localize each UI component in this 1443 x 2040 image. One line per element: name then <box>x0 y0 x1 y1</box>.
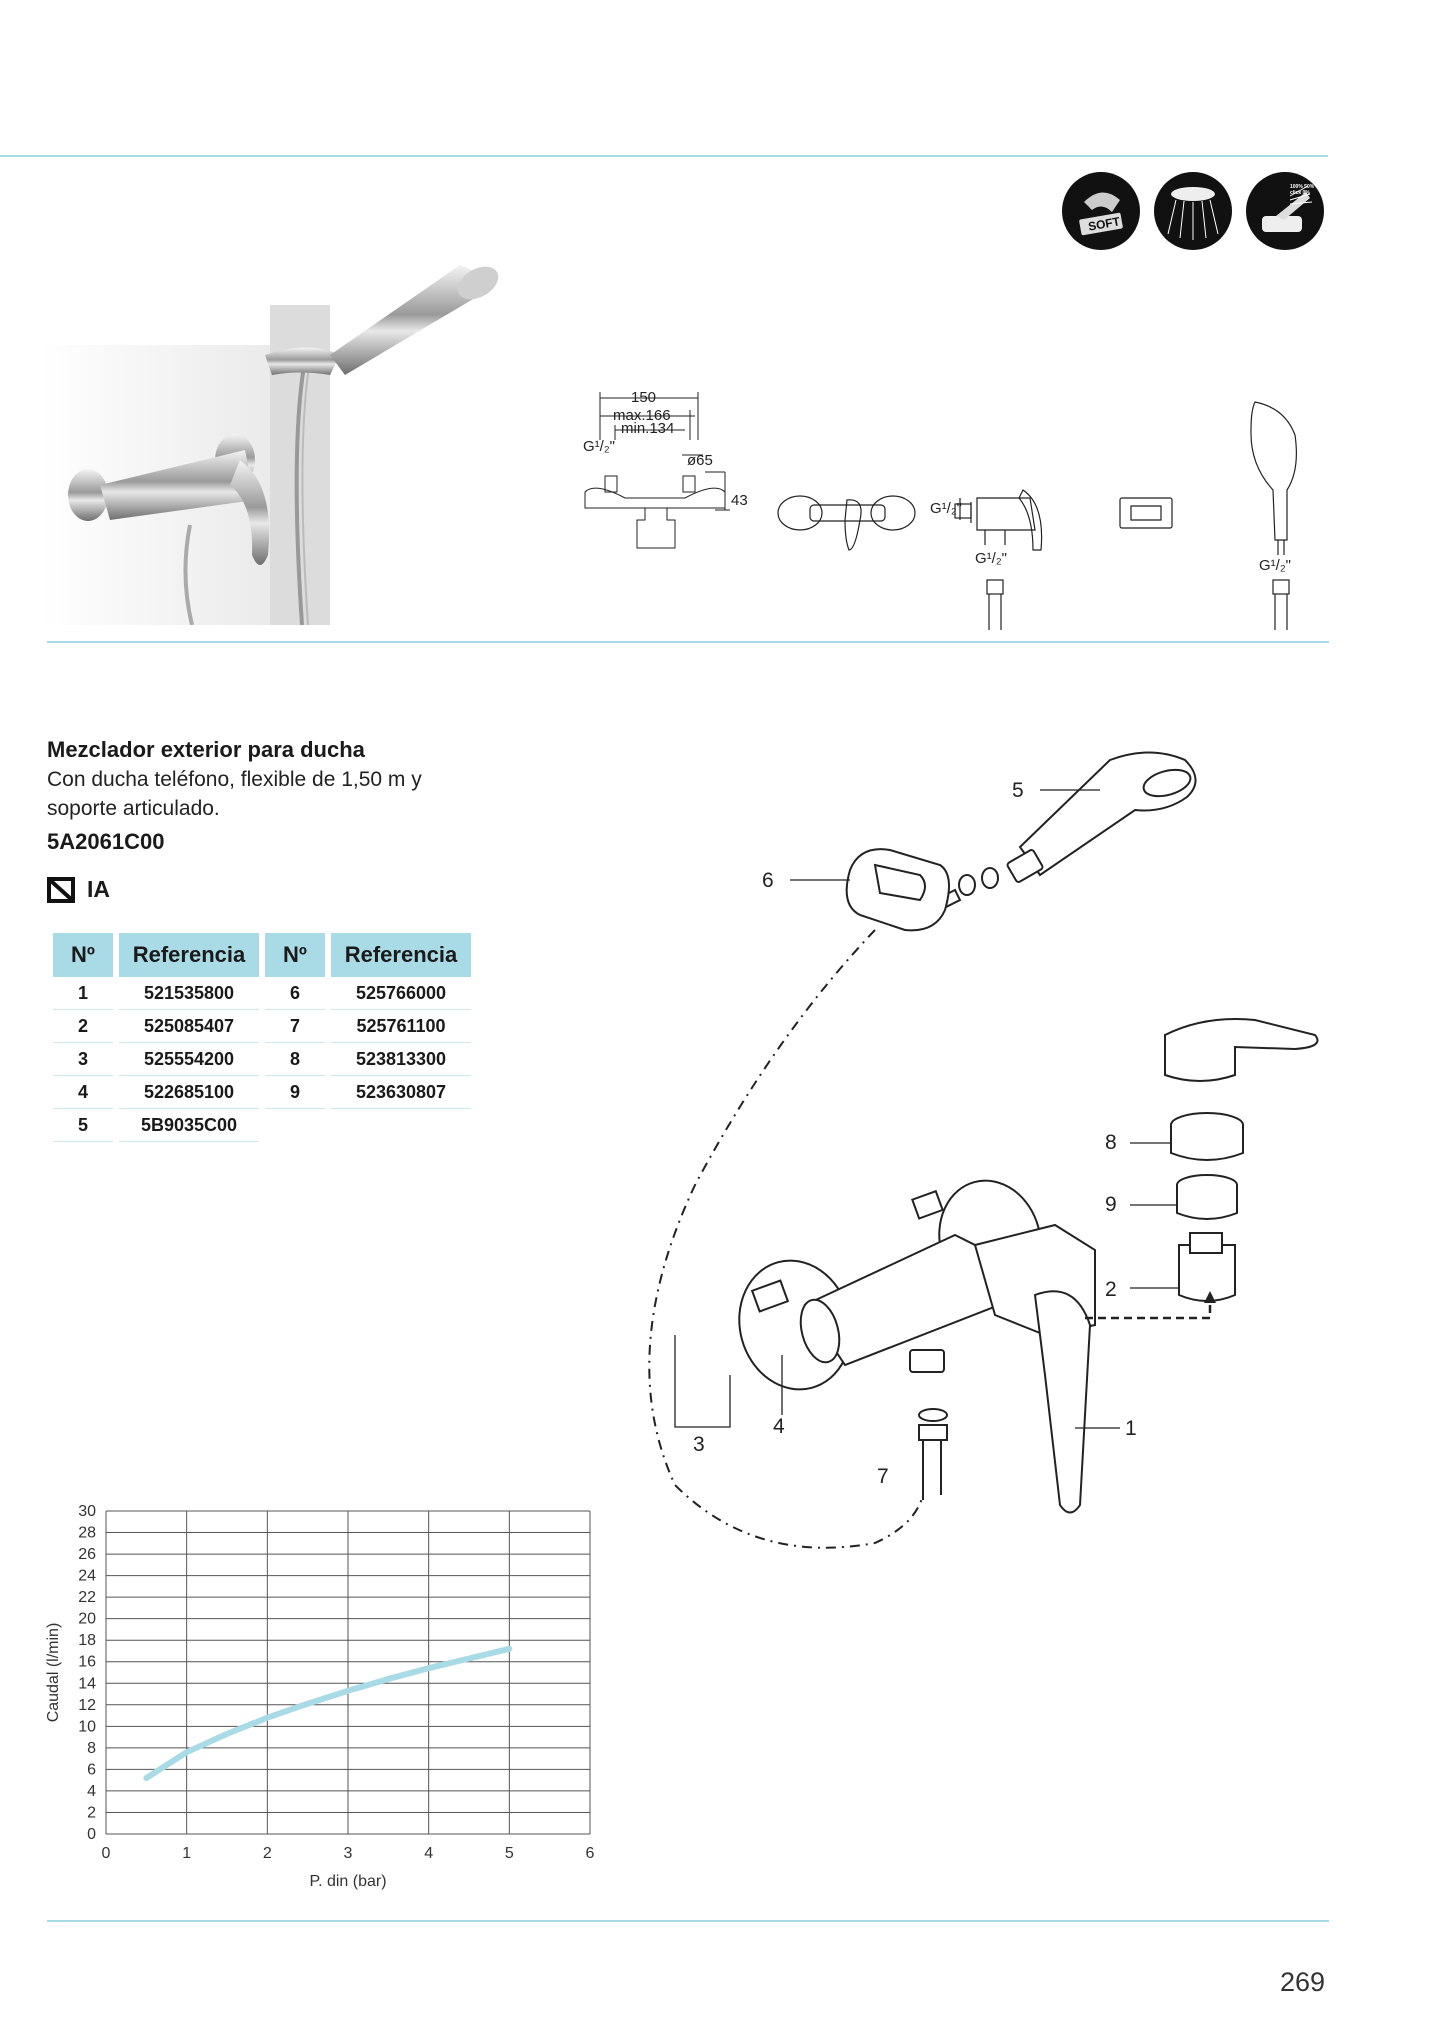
x-tick-label: 5 <box>505 1845 514 1862</box>
callout-4: 4 <box>773 1415 785 1438</box>
x-tick-label: 1 <box>182 1845 191 1862</box>
page-number: 269 <box>1280 1967 1326 1997</box>
product-description: Con ducha teléfono, flexible de 1,50 m y… <box>47 768 422 820</box>
feature-icons: SOFT 100% 50% click 0% <box>1062 172 1332 252</box>
callout-9: 9 <box>1105 1193 1117 1216</box>
y-axis-label: Caudal (l/min) <box>45 1623 62 1723</box>
y-tick-label: 6 <box>87 1761 96 1778</box>
product-title: Mezclador exterior para ducha <box>47 737 365 762</box>
exploded-diagram: 5 6 8 9 2 1 3 4 7 <box>575 735 1335 1555</box>
dim-thread: G¹/₂" <box>583 438 615 455</box>
y-tick-label: 8 <box>87 1740 96 1757</box>
y-tick-label: 22 <box>78 1589 96 1606</box>
section-rule <box>47 641 1329 643</box>
y-tick-label: 2 <box>87 1804 96 1821</box>
x-tick-label: 4 <box>424 1845 433 1862</box>
product-code: 5A2061C00 <box>47 829 165 854</box>
dimension-drawings: 150 max.166 min.134 G¹/₂" ø65 43 G¹/₂" G… <box>575 380 1335 635</box>
y-tick-label: 12 <box>78 1697 96 1714</box>
header-ref-1: Referencia <box>119 933 259 977</box>
certification: IA <box>47 876 110 903</box>
callout-1: 1 <box>1125 1417 1137 1440</box>
click-icon: 100% 50% click 0% <box>1246 172 1324 250</box>
flow-curve <box>143 1645 513 1782</box>
y-tick-label: 24 <box>78 1568 96 1585</box>
dim-max: max.166 <box>613 407 671 424</box>
x-tick-label: 0 <box>102 1845 111 1862</box>
product-photo <box>40 245 500 626</box>
soft-icon: SOFT <box>1062 172 1140 250</box>
dim-width: 150 <box>631 389 656 406</box>
header-no-2: Nº <box>265 933 325 977</box>
y-tick-label: 14 <box>78 1675 96 1692</box>
x-tick-label: 6 <box>586 1845 595 1862</box>
y-tick-label: 20 <box>78 1611 96 1628</box>
bottom-rule <box>47 1920 1329 1922</box>
callout-7: 7 <box>877 1465 889 1488</box>
y-tick-label: 10 <box>78 1718 96 1735</box>
callout-3: 3 <box>693 1433 705 1456</box>
x-tick-label: 3 <box>344 1845 353 1862</box>
dim-side-thread: G¹/₂" <box>930 500 962 517</box>
callout-5: 5 <box>1012 779 1024 802</box>
y-tick-label: 28 <box>78 1525 96 1542</box>
certification-icon <box>47 876 75 903</box>
callout-6: 6 <box>762 869 774 892</box>
dim-min: min.134 <box>621 420 674 437</box>
x-axis-label: P. din (bar) <box>309 1873 386 1890</box>
spray-icon <box>1154 172 1232 250</box>
dim-bottom-thread: G¹/₂" <box>975 550 1007 567</box>
header-no-1: Nº <box>53 933 113 977</box>
header-ref-2: Referencia <box>331 933 471 977</box>
dim-shower-thread: G¹/₂" <box>1259 557 1291 574</box>
y-tick-label: 26 <box>78 1546 96 1563</box>
certification-label: IA <box>87 876 110 902</box>
y-tick-label: 4 <box>87 1783 96 1800</box>
dim-height: 43 <box>731 492 748 509</box>
x-tick-label: 2 <box>263 1845 272 1862</box>
y-tick-label: 30 <box>78 1503 96 1520</box>
y-tick-label: 0 <box>87 1826 96 1843</box>
y-tick-label: 16 <box>78 1654 96 1671</box>
callout-2: 2 <box>1105 1278 1117 1301</box>
top-rule <box>0 155 1328 157</box>
y-tick-label: 18 <box>78 1632 96 1649</box>
callout-8: 8 <box>1105 1131 1117 1154</box>
dim-diameter: ø65 <box>687 452 713 469</box>
